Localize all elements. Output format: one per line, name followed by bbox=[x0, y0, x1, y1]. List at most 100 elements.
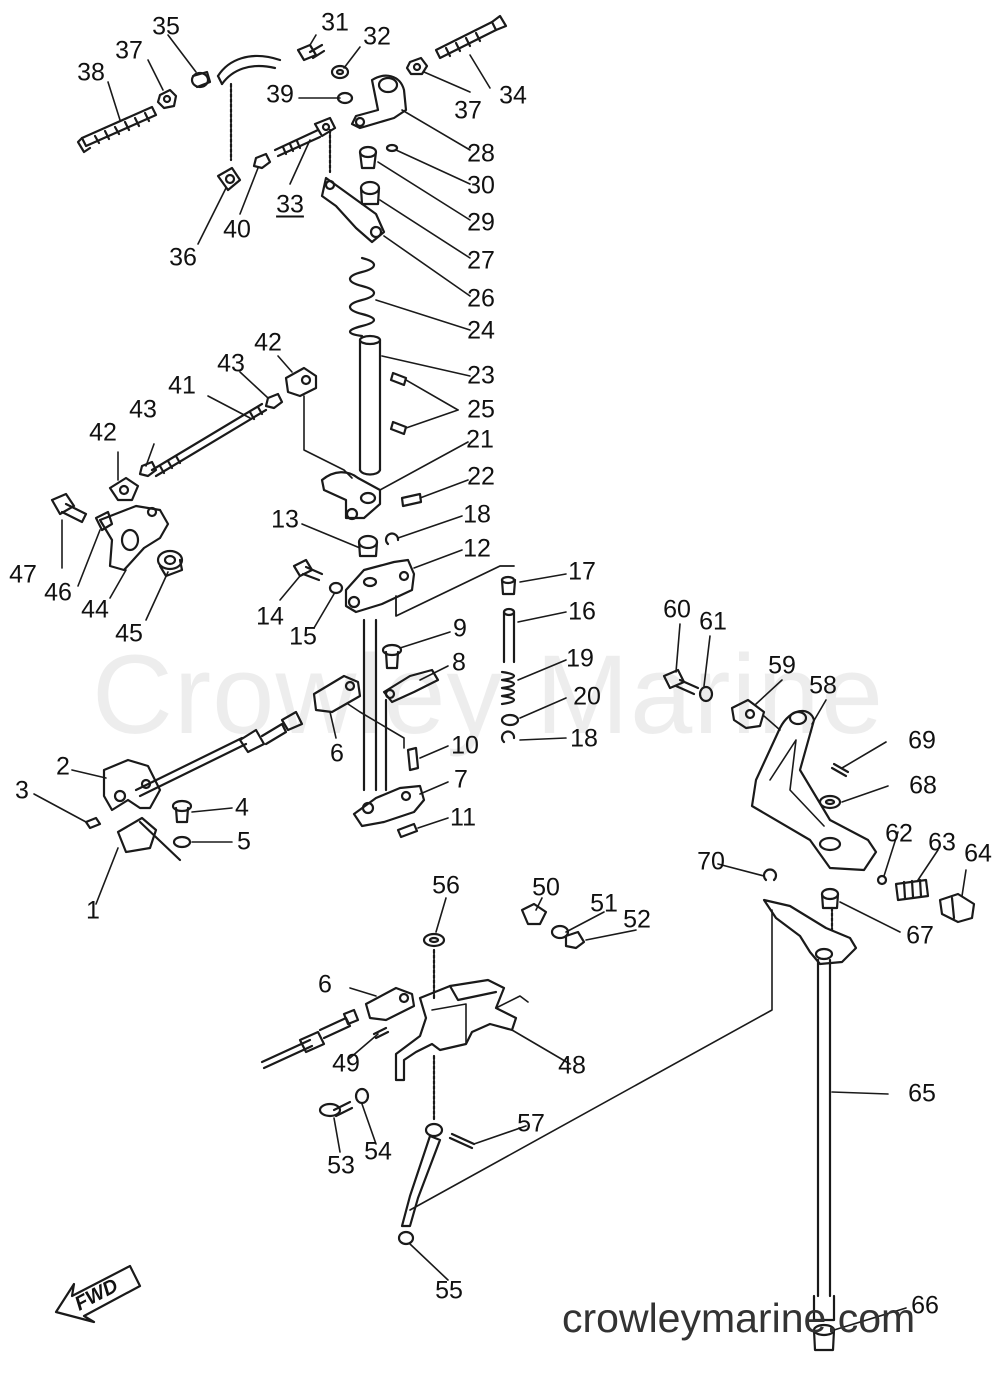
part-18-clip bbox=[384, 532, 400, 546]
fwd-arrow bbox=[54, 1264, 142, 1324]
part-43b-nut bbox=[138, 460, 158, 478]
callout-34: 34 bbox=[499, 81, 527, 110]
callout-49: 49 bbox=[332, 1049, 360, 1078]
callout-22: 22 bbox=[467, 462, 495, 491]
part-5-washer bbox=[172, 835, 192, 849]
part-46-washer bbox=[94, 510, 114, 532]
callout-5: 5 bbox=[237, 827, 251, 856]
callout-54: 54 bbox=[364, 1137, 392, 1166]
callout-41: 41 bbox=[168, 371, 196, 400]
callout-57: 57 bbox=[517, 1109, 545, 1138]
callout-64: 64 bbox=[964, 839, 992, 868]
callout-9: 9 bbox=[453, 614, 467, 643]
part-50-bolt bbox=[520, 902, 548, 926]
callout-36: 36 bbox=[169, 243, 197, 272]
part-6b-fitting bbox=[364, 986, 416, 1022]
callout-31: 31 bbox=[321, 8, 349, 37]
part-22-pin bbox=[400, 492, 423, 508]
callout-28: 28 bbox=[467, 139, 495, 168]
callout-27: 27 bbox=[467, 246, 495, 275]
callout-16: 16 bbox=[568, 597, 596, 626]
callout-70: 70 bbox=[697, 847, 725, 876]
part-52-nut bbox=[564, 930, 586, 950]
footer-url[interactable]: crowleymarine.com bbox=[562, 1295, 916, 1341]
part-54-washer bbox=[354, 1087, 370, 1105]
part-30-pin bbox=[385, 143, 399, 153]
part-59-joint bbox=[730, 698, 781, 731]
part-14-bolt bbox=[292, 558, 324, 582]
callout-3: 3 bbox=[15, 776, 29, 805]
main-shaft-lower bbox=[362, 618, 378, 792]
leader-lines-mid bbox=[61, 355, 567, 829]
callout-42: 42 bbox=[254, 328, 282, 357]
part-23-shaft bbox=[358, 334, 382, 476]
part-48-bracket bbox=[394, 978, 529, 1082]
callout-1: 1 bbox=[86, 896, 100, 925]
part-26-lever bbox=[320, 176, 386, 244]
callout-26: 26 bbox=[467, 284, 495, 313]
callout-40: 40 bbox=[223, 215, 251, 244]
part-21-lever bbox=[320, 471, 382, 521]
callout-8: 8 bbox=[452, 648, 466, 677]
part-17-fitting bbox=[500, 575, 517, 596]
part-36-joint bbox=[216, 166, 242, 192]
top-bracket bbox=[216, 55, 282, 162]
part-56-washer bbox=[422, 932, 446, 948]
part-28-lever bbox=[350, 74, 408, 130]
callout-30: 30 bbox=[467, 171, 495, 200]
callout-43: 43 bbox=[217, 349, 245, 378]
part-3-pin bbox=[84, 816, 102, 830]
part-8-lever bbox=[382, 668, 440, 704]
part-49-pin bbox=[372, 1026, 390, 1040]
watermark-text: Crowley Marine bbox=[92, 632, 884, 757]
part-10-pin bbox=[406, 746, 420, 772]
part-68-washer bbox=[818, 794, 842, 810]
part-42-joint bbox=[284, 366, 353, 479]
callout-60: 60 bbox=[663, 595, 691, 624]
callout-11: 11 bbox=[450, 803, 476, 832]
part-53-bolt bbox=[318, 1100, 354, 1118]
part-9-bolt bbox=[381, 643, 403, 670]
callout-7: 7 bbox=[454, 765, 468, 794]
part-58-lever bbox=[750, 710, 878, 872]
callout-33: 33 bbox=[276, 190, 304, 219]
leader-lines-lower bbox=[333, 897, 637, 1281]
callout-23: 23 bbox=[467, 361, 495, 390]
callout-69: 69 bbox=[908, 726, 936, 755]
callout-48: 48 bbox=[558, 1051, 586, 1080]
part-cable-lower bbox=[260, 1008, 360, 1070]
callout-52: 52 bbox=[623, 905, 651, 934]
part-25-pins bbox=[389, 371, 408, 436]
callout-63: 63 bbox=[928, 828, 956, 857]
part-lower-lever bbox=[762, 898, 858, 966]
part-34-bolt bbox=[434, 14, 508, 60]
part-44-bracket bbox=[98, 504, 170, 572]
callout-18: 18 bbox=[463, 500, 491, 529]
callout-2: 2 bbox=[56, 752, 70, 781]
callout-17: 17 bbox=[568, 557, 596, 586]
callout-62: 62 bbox=[885, 819, 913, 848]
callout-35: 35 bbox=[152, 12, 180, 41]
callout-50: 50 bbox=[532, 873, 560, 902]
part-41-rod bbox=[150, 402, 268, 478]
part-42b-joint bbox=[108, 476, 140, 502]
part-2-bracket bbox=[102, 758, 162, 812]
callout-37b: 37 bbox=[454, 96, 482, 125]
part-24-spring bbox=[348, 256, 376, 338]
callout-46: 46 bbox=[44, 578, 72, 607]
part-37-nut-right bbox=[405, 56, 429, 76]
part-65-rod bbox=[812, 958, 836, 1322]
callout-32: 32 bbox=[363, 22, 391, 51]
part-61-washer bbox=[698, 685, 714, 703]
part-32-washer bbox=[330, 64, 350, 80]
callout-61: 61 bbox=[699, 607, 727, 636]
part-16-rod bbox=[502, 607, 516, 664]
part-cable-upper bbox=[134, 710, 304, 798]
part-62-ring bbox=[876, 874, 888, 886]
part-4-bolt bbox=[171, 799, 193, 824]
callout-66: 66 bbox=[911, 1291, 939, 1320]
part-67-bushing bbox=[820, 887, 840, 910]
part-40-nut bbox=[252, 152, 272, 170]
callout-68: 68 bbox=[909, 771, 937, 800]
part-51-washer bbox=[550, 924, 570, 940]
